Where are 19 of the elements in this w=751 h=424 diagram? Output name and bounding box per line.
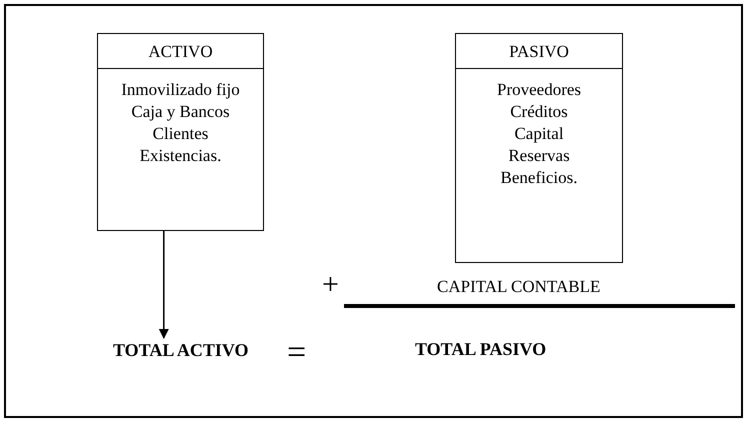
list-item: Existencias. — [138, 145, 222, 167]
total-label: TOTAL ACTIVO — [113, 340, 249, 361]
list-item: Inmovilizado fijo — [120, 79, 241, 101]
list-item: Clientes — [152, 123, 210, 145]
equals-sign: = — [287, 334, 306, 372]
list-item: Capital — [513, 123, 565, 145]
account-box — [455, 33, 623, 263]
list-item: Reservas — [507, 145, 571, 167]
box-heading: PASIVO — [456, 34, 622, 69]
arrow — [158, 231, 169, 339]
list-item: Proveedores — [496, 79, 582, 101]
list-item: Beneficios. — [500, 167, 578, 189]
equity-label: CAPITAL CONTABLE — [437, 278, 600, 297]
plus-sign: + — [322, 268, 339, 301]
account-box — [97, 33, 264, 231]
total-label: TOTAL PASIVO — [415, 340, 546, 360]
box-heading: ACTIVO — [98, 34, 263, 69]
list-item: Créditos — [509, 101, 569, 123]
list-item: Caja y Bancos — [130, 101, 231, 123]
